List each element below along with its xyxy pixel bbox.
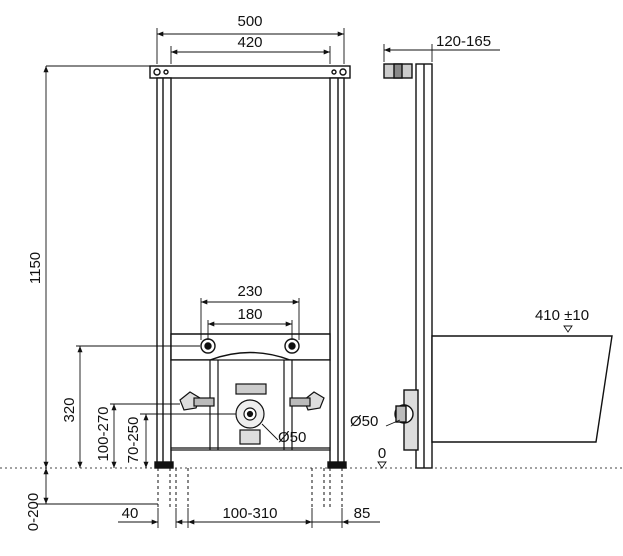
plumbing-assembly [170, 359, 331, 451]
dim-horizontal-100-310: 100-310 [222, 505, 277, 522]
dim-height-70-250: 70-250 [125, 417, 142, 464]
dim-fixing-spacing-outer: 230 [237, 283, 262, 300]
dim-bowl-projection: 410 ±10 [535, 307, 589, 324]
dim-height-total: 1150 [27, 252, 44, 284]
dim-foot-40: 40 [122, 505, 139, 522]
side-view-frame [383, 63, 433, 469]
dimension-lines [36, 28, 573, 528]
dim-depth: 120-165 [436, 33, 491, 50]
dim-floor-offset: 0-200 [25, 493, 42, 531]
front-view-frame [149, 65, 351, 508]
dim-fixing-spacing-inner: 180 [237, 306, 262, 323]
dim-drain-diameter-front: Ø50 [278, 429, 306, 446]
dim-drain-diameter-side: Ø50 [350, 413, 378, 430]
dim-frame-width-outer: 500 [237, 13, 262, 30]
fixing-plate [170, 333, 331, 361]
dim-height-100-270: 100-270 [95, 406, 112, 461]
bidet-bowl [431, 335, 613, 443]
dim-floor-level: 0 [378, 445, 386, 462]
dim-frame-width-inner: 420 [237, 34, 262, 51]
dim-height-320: 320 [61, 397, 78, 422]
dim-foot-85: 85 [354, 505, 371, 522]
